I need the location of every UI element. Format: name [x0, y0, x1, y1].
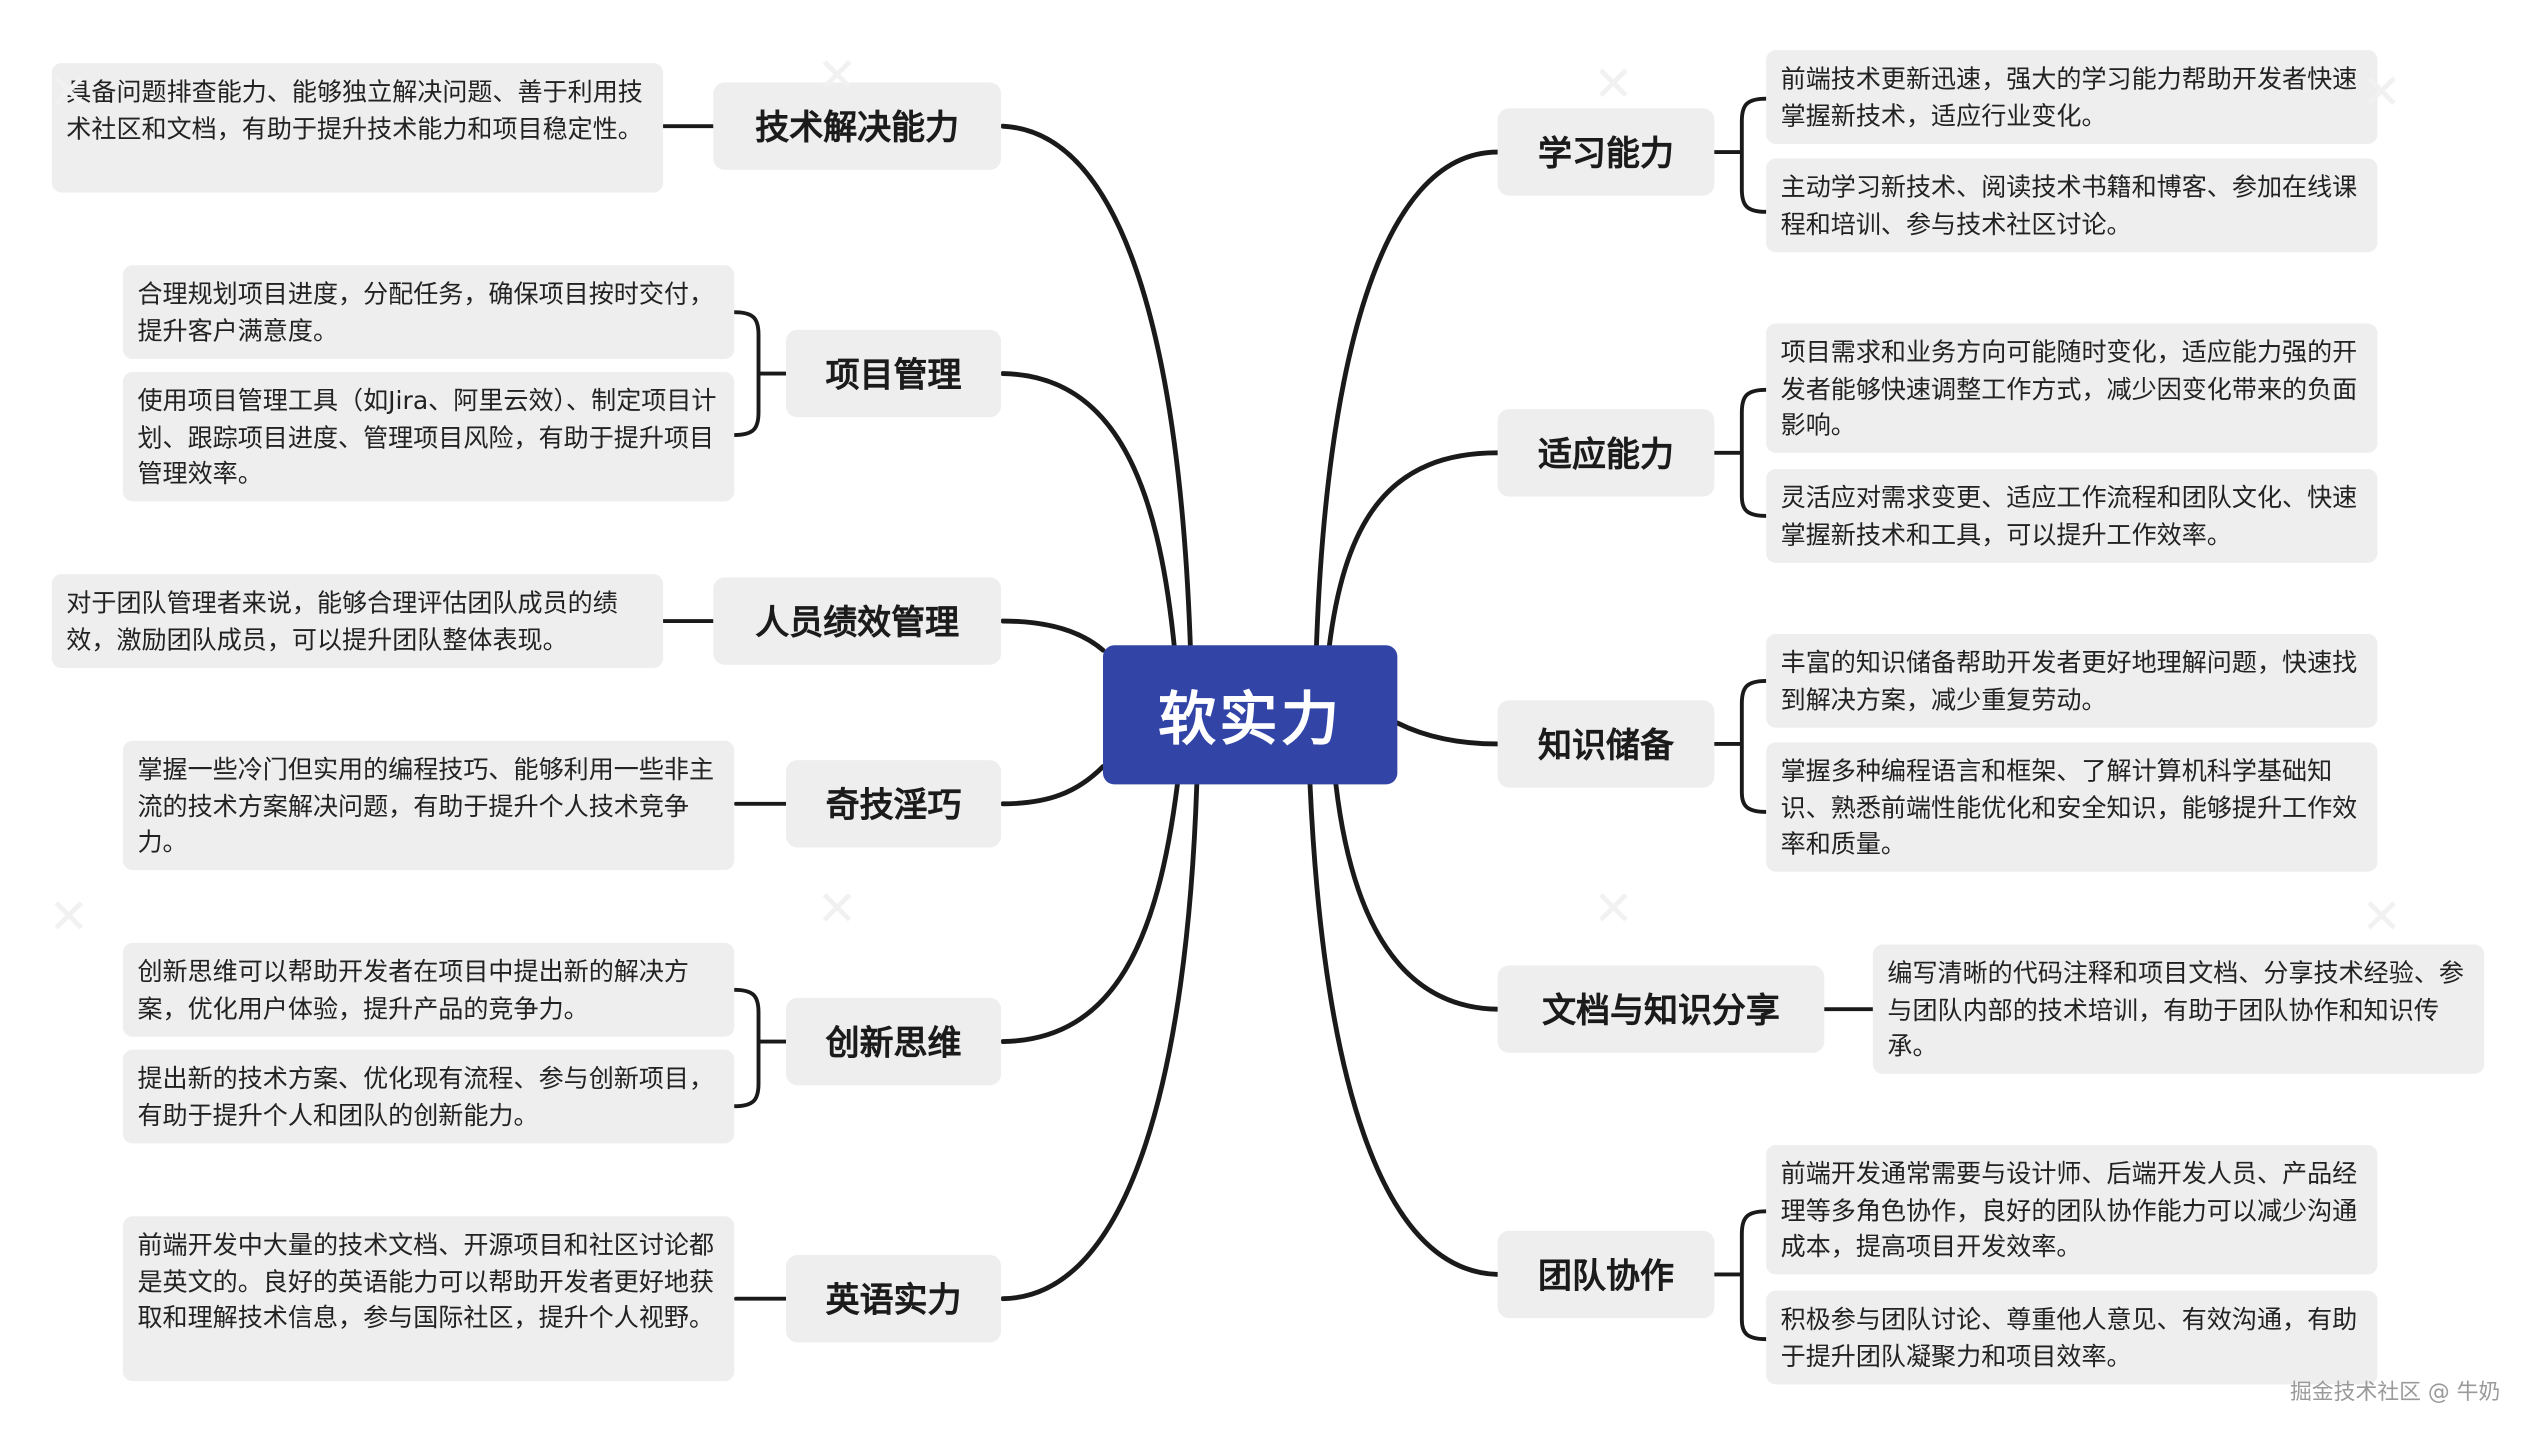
note-docs-1: 编写清晰的代码注释和项目文档、分享技术经验、参与团队内部的技术培训，有助于团队协… — [1872, 944, 2485, 1074]
note-pm-1: 合理规划项目进度，分配任务，确保项目按时交付，提升客户满意度。 — [122, 265, 735, 360]
bracket-learn — [1712, 96, 1769, 214]
note-knowledge-1: 丰富的知识储备帮助开发者更好地理解问题，快速找到解决方案，减少重复劳动。 — [1766, 633, 2378, 728]
note-team-1: 前端开发通常需要与设计师、后端开发人员、产品经理等多角色协作，良好的团队协作能力… — [1766, 1145, 2378, 1275]
connector-learn — [1314, 149, 1501, 648]
note-pm-2: 使用项目管理工具（如Jira、阿里云效）、制定项目计划、跟踪项目进度、管理项目风… — [122, 371, 735, 502]
connector-innov — [1000, 781, 1180, 1044]
topic-project-management[interactable]: 项目管理 — [786, 329, 1002, 418]
note-tech-1: 具备问题排查能力、能够独立解决问题、善于利用技术社区和文档，有助于提升技术能力和… — [51, 63, 664, 193]
note-english-1: 前端开发中大量的技术文档、开源项目和社区讨论都是英文的。良好的英语能力可以帮助开… — [122, 1216, 735, 1382]
topic-performance-management[interactable]: 人员绩效管理 — [713, 577, 1002, 665]
topic-knowledge[interactable]: 知识储备 — [1497, 700, 1715, 788]
note-innov-2: 提出新的技术方案、优化现有流程、参与创新项目，有助于提升个人和团队的创新能力。 — [122, 1049, 735, 1144]
connector-docs — [1333, 781, 1501, 1012]
connector-knowledge — [1394, 720, 1501, 747]
topic-adaptability[interactable]: 适应能力 — [1497, 409, 1715, 497]
note-learn-1: 前端技术更新迅速，强大的学习能力帮助开发者快速掌握新技术，适应行业变化。 — [1766, 50, 2378, 144]
watermark-x-icon: ✕ — [1593, 881, 1634, 939]
watermark-x-icon: ✕ — [816, 48, 858, 106]
watermark-x-icon: ✕ — [48, 64, 90, 122]
note-team-2: 积极参与团队讨论、尊重他人意见、有效沟通，有助于提升团队凝聚力和项目效率。 — [1766, 1290, 2378, 1385]
topic-innovation[interactable]: 创新思维 — [786, 997, 1002, 1086]
note-tricks-1: 掌握一些冷门但实用的编程技巧、能够利用一些非主流的技术方案解决问题，有助于提升个… — [122, 740, 735, 871]
topic-tech-solving[interactable]: 技术解决能力 — [713, 82, 1002, 170]
note-perf-1: 对于团队管理者来说，能够合理评估团队成员的绩效，激励团队成员，可以提升团队整体表… — [51, 574, 664, 668]
bracket-adapt — [1712, 387, 1769, 518]
connector-adapt — [1326, 450, 1501, 648]
watermark-x-icon: ✕ — [816, 881, 858, 939]
topic-tricks[interactable]: 奇技淫巧 — [786, 760, 1002, 848]
connector-english — [1000, 781, 1200, 1302]
note-learn-2: 主动学习新技术、阅读技术书籍和博客、参加在线课程和培训、参与技术社区讨论。 — [1766, 158, 2378, 253]
bracket-innov — [732, 987, 788, 1109]
topic-docs-sharing[interactable]: 文档与知识分享 — [1497, 965, 1825, 1053]
note-adapt-1: 项目需求和业务方向可能随时变化，适应能力强的开发者能够快速调整工作方式，减少因变… — [1766, 323, 2378, 453]
topic-learning[interactable]: 学习能力 — [1497, 108, 1715, 196]
connector-pm — [1000, 371, 1177, 648]
connector-tricks — [1000, 764, 1106, 807]
connector-team — [1307, 781, 1501, 1277]
note-innov-1: 创新思维可以帮助开发者在项目中提出新的解决方案，优化用户体验，提升产品的竞争力。 — [122, 942, 735, 1037]
topic-english[interactable]: 英语实力 — [786, 1255, 1002, 1343]
watermark-x-icon: ✕ — [48, 889, 90, 947]
bracket-team — [1712, 1209, 1769, 1342]
bracket-pm — [732, 310, 788, 437]
connector-tech — [1000, 123, 1193, 648]
bracket-knowledge — [1712, 678, 1769, 814]
watermark-x-icon: ✕ — [2361, 64, 2402, 122]
topic-teamwork[interactable]: 团队协作 — [1497, 1230, 1715, 1319]
connector-perf — [1000, 618, 1106, 653]
watermark-x-icon: ✕ — [1593, 56, 1634, 114]
note-adapt-2: 灵活应对需求变更、适应工作流程和团队文化、快速掌握新技术和工具，可以提升工作效率… — [1766, 469, 2378, 563]
root-topic[interactable]: 软实力 — [1102, 645, 1398, 785]
watermark-x-icon: ✕ — [2361, 889, 2402, 947]
source-watermark: 掘金技术社区 @ 牛奶 — [2289, 1379, 2501, 1406]
note-knowledge-2: 掌握多种编程语言和框架、了解计算机科学基础知识、熟悉前端性能优化和安全知识，能够… — [1766, 742, 2378, 872]
